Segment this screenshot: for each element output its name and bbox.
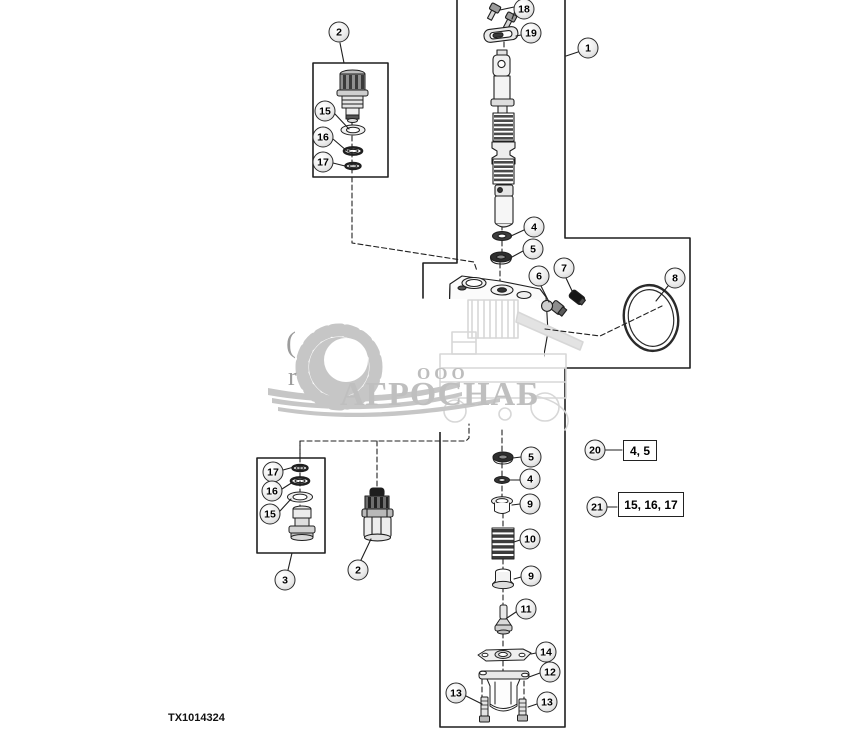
part-poppet-3-detail [288,505,316,541]
callout-16[interactable]: 16 [261,480,283,502]
part-oring-16-detail [342,146,364,156]
callout-18[interactable]: 18 [513,0,535,20]
callout-15[interactable]: 15 [314,100,336,122]
callout-11[interactable]: 11 [515,598,537,620]
callout-2[interactable]: 2 [328,21,350,43]
callout-13[interactable]: 13 [445,682,467,704]
callout-2[interactable]: 2 [347,559,369,581]
part-oring-8 [622,283,680,353]
callout-4[interactable]: 4 [519,468,541,490]
detail-box-2 [312,62,389,178]
part-plug-6 [540,299,568,317]
callout-1[interactable]: 1 [577,37,599,59]
callout-9[interactable]: 9 [519,493,541,515]
watermark-combine [439,299,584,431]
part-washer-15b-detail [287,491,313,503]
part-cartridge-2-detail [336,69,369,123]
detail-box-2-parts [336,69,369,171]
callout-7[interactable]: 7 [553,257,575,279]
callout-5[interactable]: 5 [522,238,544,260]
callout-10[interactable]: 10 [519,528,541,550]
detail-box-3 [256,457,326,554]
callout-20[interactable]: 20 [584,439,606,461]
callout-4[interactable]: 4 [523,216,545,238]
part-pin-11 [494,604,513,635]
part-oring-16b-detail [289,476,311,486]
part-oring-17b-detail [291,463,309,473]
part-spool [490,49,516,228]
callout-14[interactable]: 14 [535,641,557,663]
callout-12[interactable]: 12 [539,661,561,683]
region-outlines [256,0,691,728]
callout-17[interactable]: 17 [312,151,334,173]
callout-21[interactable]: 21 [586,496,608,518]
callout-6[interactable]: 6 [528,265,550,287]
part-spring-10 [491,527,515,560]
part-washer-4-upper [491,230,513,242]
legend-box-items-4-5: 4, 5 [623,440,657,461]
watermark-gear [295,323,383,411]
part-seat-9-upper [491,496,513,514]
callout-8[interactable]: 8 [664,267,686,289]
watermark-company-name: АГРОСНАБ [340,376,540,413]
part-seat-9-lower [492,568,514,590]
watermark-swoosh [268,382,500,418]
region-1-outline-right [439,0,691,728]
callout-17[interactable]: 17 [262,461,284,483]
watermark-company-prefix: ООО [417,364,469,383]
legend-box-items-15-16-17: 15, 16, 17 [618,492,684,517]
callout-9[interactable]: 9 [520,565,542,587]
part-plug-7 [568,289,587,306]
part-oring-4-lower [494,476,510,484]
document-code: TX1014324 [168,712,225,724]
part-spool-assembly [483,2,519,265]
callout-3[interactable]: 3 [274,569,296,591]
part-bolt-13a [479,696,490,723]
part-bolt-13b [517,698,528,722]
watermark-stray-char: ( [286,326,296,359]
part-washer-15-detail [340,124,366,136]
part-oring-17-detail [344,161,362,171]
part-housing-12 [478,670,530,712]
watermark-art [268,299,584,432]
callout-leader-lines [279,6,669,708]
region-1-outline-left [422,0,458,299]
callout-19[interactable]: 19 [520,22,542,44]
part-clamp-plate-19 [483,26,519,43]
callout-15[interactable]: 15 [259,503,281,525]
part-bolt-18a [486,2,502,21]
lower-stack-parts [477,451,532,723]
detail-box-3-parts [287,463,316,541]
callout-16[interactable]: 16 [312,126,334,148]
part-cartridge-2 [361,487,394,542]
part-gasket-14 [477,648,532,662]
callout-5[interactable]: 5 [520,446,542,468]
watermark-stray-char: r [288,362,297,391]
part-seal-5-lower [492,451,514,465]
callout-13[interactable]: 13 [536,691,558,713]
part-seal-5-upper [489,251,513,265]
